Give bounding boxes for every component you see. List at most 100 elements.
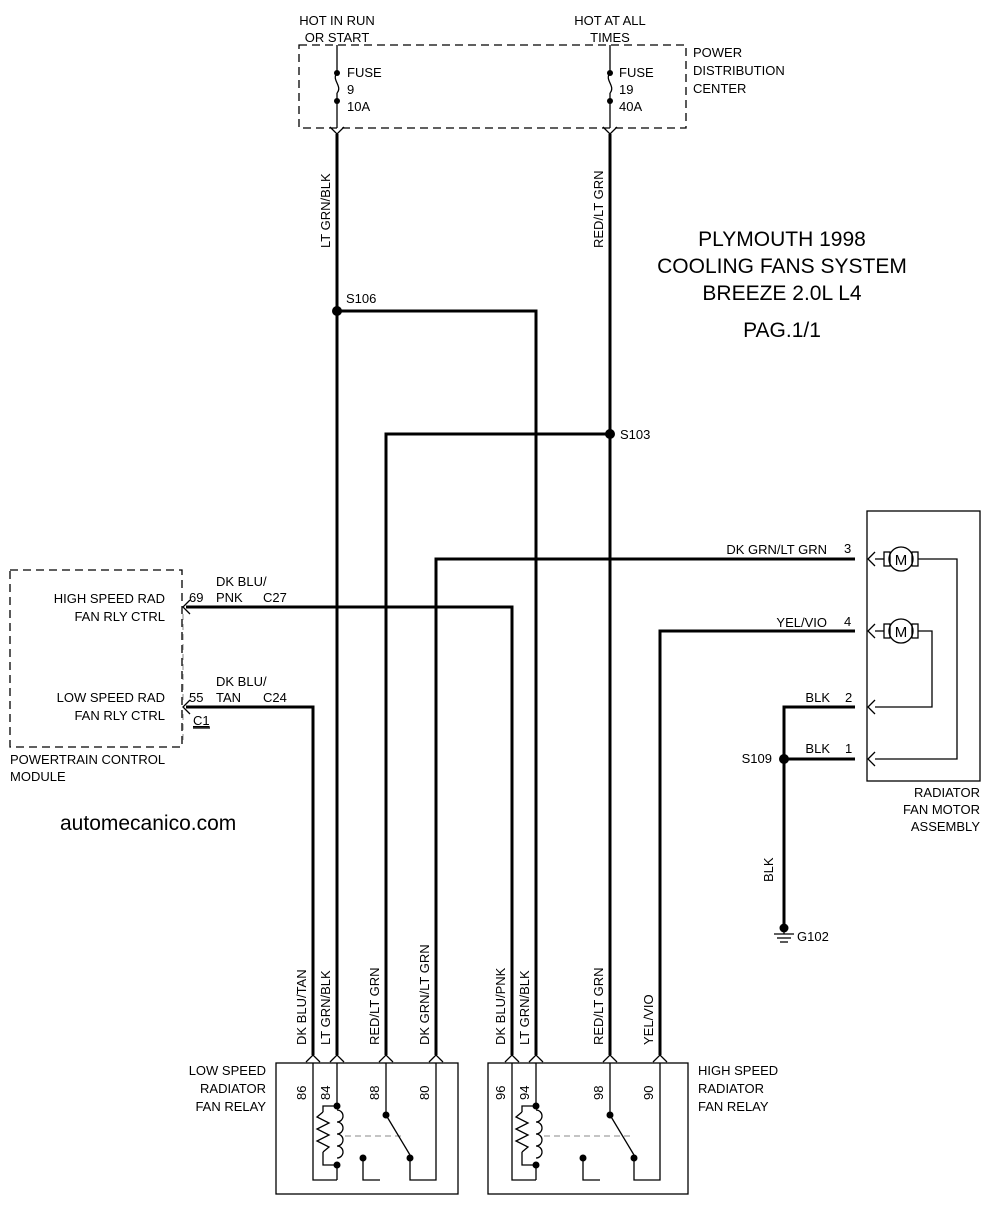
splice-s109-label: S109 xyxy=(742,751,772,766)
splice-s109-dot xyxy=(779,754,789,764)
title-line-2: COOLING FANS SYSTEM xyxy=(657,255,907,278)
high-relay-pin-94: 94 xyxy=(517,1086,532,1100)
low-relay-box xyxy=(275,1062,459,1195)
pcm-dashed-box xyxy=(9,569,183,748)
wire-label-dk-blu-pnk: DK BLU/PNK xyxy=(493,967,508,1045)
wire-label-yel-vio-motor: YEL/VIO xyxy=(776,615,827,630)
pcm-label-2: MODULE xyxy=(10,769,66,784)
motor-assembly-box xyxy=(866,510,981,782)
title-line-1: PLYMOUTH 1998 xyxy=(698,228,866,251)
low-relay-label-2: RADIATOR xyxy=(200,1081,266,1096)
low-relay-label-3: FAN RELAY xyxy=(195,1099,266,1114)
high-relay-label-3: FAN RELAY xyxy=(698,1099,769,1114)
low-speed-radiator-fan-relay: 86 84 88 80 LOW SPEED RADIATOR FAN RELAY xyxy=(189,1054,459,1195)
pcm-high-label-1: HIGH SPEED RAD xyxy=(54,591,165,606)
radiator-fan-motor-assembly: 3 4 2 1 M M RADIATOR FAN MOTOR ASSEMBLY xyxy=(844,510,981,834)
motor-pin-1: 1 xyxy=(845,741,852,756)
wire-label-dk-grn-lt-grn-low: DK GRN/LT GRN xyxy=(417,944,432,1045)
ground-g102: G102 xyxy=(774,923,829,944)
high-relay-pin-90: 90 xyxy=(641,1086,656,1100)
motor-1-circle xyxy=(888,546,914,572)
wire-labels: LT GRN/BLK RED/LT GRN BLK DK BLU/TAN LT … xyxy=(216,170,830,1045)
pcm-connector-c27: C27 xyxy=(263,590,287,605)
high-relay-label-2: RADIATOR xyxy=(698,1081,764,1096)
pcm-pin-55: 55 xyxy=(189,690,203,705)
fuse-9-name: FUSE xyxy=(347,65,382,80)
pcm-high-label-2: FAN RLY CTRL xyxy=(74,609,165,624)
wire-label-dk-blu-tan: DK BLU/TAN xyxy=(294,969,309,1045)
wire-label-tan: TAN xyxy=(216,690,241,705)
wire-label-dk-grn-lt-grn-motor: DK GRN/LT GRN xyxy=(726,542,827,557)
splice-s106-dot xyxy=(332,306,342,316)
high-relay-coil xyxy=(535,1109,543,1159)
fuse-9-rating: 10A xyxy=(347,99,370,114)
splices: S106 S103 S109 xyxy=(332,291,789,766)
hot-in-run-label-2: OR START xyxy=(305,30,370,45)
motor-assembly-label-3: ASSEMBLY xyxy=(911,819,980,834)
fuse-9: FUSE 9 10A xyxy=(329,45,382,135)
pcm-label-1: POWERTRAIN CONTROL xyxy=(10,752,165,767)
high-relay-label-1: HIGH SPEED xyxy=(698,1063,778,1078)
wires xyxy=(186,134,855,1055)
pcm-pin-69: 69 xyxy=(189,590,203,605)
motor-pin-4: 4 xyxy=(844,614,851,629)
low-relay-pin-86: 86 xyxy=(294,1086,309,1100)
low-relay-switch xyxy=(385,1114,411,1156)
title-block: PLYMOUTH 1998 COOLING FANS SYSTEM BREEZE… xyxy=(657,228,907,342)
high-speed-radiator-fan-relay: 96 94 98 90 HIGH SPEED RADIATOR FAN RELA… xyxy=(487,1054,778,1195)
pcm-pin-55-terminal xyxy=(182,699,191,715)
motor-pin-2-terminal xyxy=(867,699,876,715)
splice-s103-dot xyxy=(605,429,615,439)
high-relay-resistor xyxy=(514,1111,530,1153)
page-number: PAG.1/1 xyxy=(743,319,821,342)
pcm-low-label-1: LOW SPEED RAD xyxy=(57,690,165,705)
wire-label-blk-ground: BLK xyxy=(761,857,776,882)
motor-pin-3-terminal xyxy=(867,551,876,567)
splice-s106-label: S106 xyxy=(346,291,376,306)
pdc-label-1: POWER xyxy=(693,45,742,60)
title-line-3: BREEZE 2.0L L4 xyxy=(702,282,861,305)
motor-assembly-label-1: RADIATOR xyxy=(914,785,980,800)
low-relay-coil xyxy=(336,1109,344,1159)
pcm-pin-69-terminal xyxy=(182,599,191,615)
fuse-9-number: 9 xyxy=(347,82,354,97)
hot-in-run-label-1: HOT IN RUN xyxy=(299,13,375,28)
wire-label-blk-pin2: BLK xyxy=(805,690,830,705)
wire-label-lt-grn-blk-top: LT GRN/BLK xyxy=(318,173,333,248)
wire-label-yel-vio-high: YEL/VIO xyxy=(641,994,656,1045)
hot-at-all-times-label-2: TIMES xyxy=(590,30,630,45)
high-relay-pin-96: 96 xyxy=(493,1086,508,1100)
power-distribution-center: POWER DISTRIBUTION CENTER HOT IN RUN OR … xyxy=(298,13,785,135)
wire-label-lt-grn-blk-high: LT GRN/BLK xyxy=(517,970,532,1045)
wire-label-red-lt-grn-high: RED/LT GRN xyxy=(591,967,606,1045)
splice-s103-label: S103 xyxy=(620,427,650,442)
fuse-19-number: 19 xyxy=(619,82,633,97)
motor-2-circle xyxy=(888,618,914,644)
powertrain-control-module: HIGH SPEED RAD FAN RLY CTRL LOW SPEED RA… xyxy=(9,569,287,784)
high-relay-switch xyxy=(609,1114,635,1156)
watermark: automecanico.com xyxy=(60,812,236,835)
fuse-19-name: FUSE xyxy=(619,65,654,80)
high-relay-pin-98: 98 xyxy=(591,1086,606,1100)
pcm-connector-c1: C1 xyxy=(193,713,210,728)
ground-label: G102 xyxy=(797,929,829,944)
motor-pin-4-terminal xyxy=(867,623,876,639)
pdc-dashed-box xyxy=(298,44,687,129)
fuse-19-rating: 40A xyxy=(619,99,642,114)
wire-label-dk-blu-high: DK BLU/ xyxy=(216,574,267,589)
wire-label-dk-blu-low: DK BLU/ xyxy=(216,674,267,689)
motor-pin-1-terminal xyxy=(867,751,876,767)
fuse-19: FUSE 19 40A xyxy=(602,45,654,135)
wire-label-pnk: PNK xyxy=(216,590,243,605)
motor-assembly-label-2: FAN MOTOR xyxy=(903,802,980,817)
wire-label-red-lt-grn-low: RED/LT GRN xyxy=(367,967,382,1045)
low-relay-label-1: LOW SPEED xyxy=(189,1063,266,1078)
wire-label-red-lt-grn-top: RED/LT GRN xyxy=(591,170,606,248)
pdc-label-2: DISTRIBUTION xyxy=(693,63,785,78)
high-relay-box xyxy=(487,1062,689,1195)
hot-at-all-times-label-1: HOT AT ALL xyxy=(574,13,646,28)
low-relay-pin-84: 84 xyxy=(318,1086,333,1100)
low-relay-pin-88: 88 xyxy=(367,1086,382,1100)
wire-label-blk-pin1: BLK xyxy=(805,741,830,756)
